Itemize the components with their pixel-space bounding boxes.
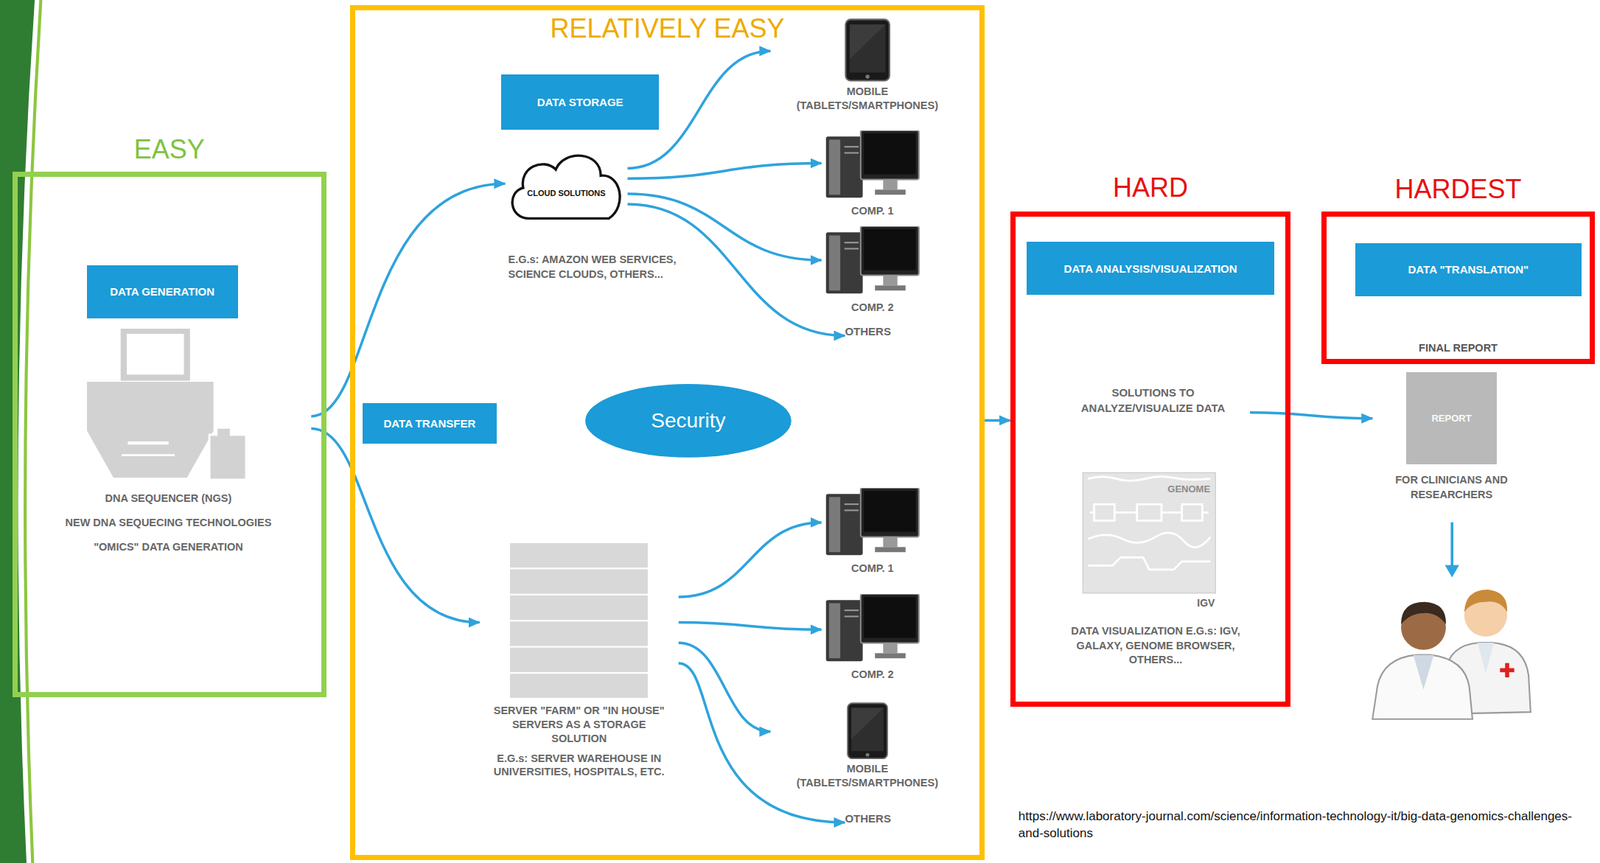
icon-node: COMP. 2: [821, 594, 924, 682]
report-box: REPORT: [1406, 372, 1497, 465]
icon-node: COMP. 1: [821, 487, 924, 576]
side-swoosh-line: [25, 0, 41, 863]
igv-node: GENOME IGV: [1081, 471, 1217, 615]
icon-caption: COMP. 2: [851, 667, 894, 682]
icon-caption: E.G.s: SERVER WAREHOUSE IN UNIVERSITIES,…: [490, 751, 669, 780]
icon-node: DNA SEQUENCER (NGS) NEW DNA SEQUECING TEC…: [25, 328, 312, 555]
icon-caption: COMP. 1: [851, 204, 894, 219]
frame-note: FINAL REPORT: [1321, 341, 1595, 354]
plain-label: SOLUTIONS TO ANALYZE/VISUALIZE DATA: [1056, 385, 1250, 416]
note-text: DATA VISUALIZATION E.G.s: IGV, GALAXY, G…: [1050, 624, 1261, 668]
cloud-label: CLOUD SOLUTIONS: [526, 172, 606, 198]
plain-node: OTHERS: [844, 324, 892, 340]
box-label: DATA ANALYSIS/VISUALIZATION: [1064, 262, 1238, 275]
comp-icon: [823, 130, 922, 200]
comp-icon: [823, 226, 922, 296]
box-label: DATA TRANSFER: [383, 417, 477, 430]
connector-arrow: [678, 622, 822, 631]
icon-caption: MOBILE (TABLETS/SMARTPHONES): [780, 762, 954, 791]
cloud-node: CLOUD SOLUTIONS: [504, 142, 628, 227]
icon-caption: NEW DNA SEQUECING TECHNOLOGIES: [65, 515, 272, 530]
icon-node: COMP. 1: [821, 130, 924, 219]
icon-caption: "OMICS" DATA GENERATION: [93, 540, 244, 555]
difficulty-frame: EASY DATA GENERATION DNA SEQUENCER (NGS) NE…: [12, 127, 327, 698]
frame-heading: HARD: [1010, 163, 1292, 212]
connector-arrow: [984, 419, 1011, 423]
connector-arrow: [311, 183, 505, 417]
process-box: DATA STORAGE: [501, 74, 660, 130]
connector-arrow: [678, 522, 822, 597]
tab-icon: [844, 18, 891, 82]
box-label: DATA STORAGE: [537, 95, 624, 109]
igv-caption: IGV: [1196, 596, 1215, 609]
igv-track-label: GENOME: [1167, 483, 1211, 495]
srv-icon: [509, 543, 648, 698]
connector-arrow: [678, 663, 846, 823]
ellipse-label: Security: [650, 409, 726, 433]
box-label: DATA GENERATION: [109, 285, 215, 298]
report-label: REPORT: [1431, 412, 1472, 424]
icon-node: MOBILE (TABLETS/SMARTPHONES): [770, 702, 964, 791]
frame-heading: RELATIVELY EASY: [350, 5, 985, 44]
connector-arrow: [1249, 412, 1373, 419]
report-caption: FOR CLINICIANS AND RESEARCHERS: [1389, 473, 1513, 502]
icon-caption: SERVER "FARM" OR "IN HOUSE" SERVERS AS A…: [490, 703, 669, 746]
connector-arrow: [627, 193, 822, 261]
icon-caption: DNA SEQUENCER (NGS): [104, 491, 232, 506]
frame-heading: HARDEST: [1321, 168, 1595, 211]
clinicians-icon: [1372, 589, 1531, 720]
connector-arrow: [678, 642, 771, 732]
source-url: https://www.laboratory-journal.com/scien…: [1018, 808, 1575, 843]
icon-caption: COMP. 2: [851, 300, 894, 315]
report-node: REPORT FOR CLINICIANS AND RESEARCHERS: [1372, 372, 1531, 502]
note-text: E.G.s: AMAZON WEB SERVICES, SCIENCE CLOU…: [508, 252, 713, 282]
tab-icon: [846, 702, 889, 760]
cloud-shape: [504, 142, 628, 227]
difficulty-frame: HARDEST FINAL REPORT DATA "TRANSLATION": [1321, 168, 1595, 365]
ellipse-node: Security: [583, 382, 793, 460]
process-box: DATA "TRANSLATION": [1355, 243, 1582, 297]
icon-caption: COMP. 1: [851, 561, 894, 576]
connector-arrow: [311, 428, 480, 623]
icon-node: MOBILE (TABLETS/SMARTPHONES): [770, 18, 964, 113]
frame-heading: EASY: [12, 127, 327, 172]
plain-node: OTHERS: [844, 811, 892, 827]
box-label: DATA "TRANSLATION": [1408, 263, 1530, 276]
process-box: DATA TRANSFER: [362, 403, 498, 444]
icon-node: SERVER "FARM" OR "IN HOUSE" SERVERS AS A…: [479, 543, 679, 780]
plain-label: OTHERS: [844, 324, 892, 340]
difficulty-frame: RELATIVELY EASY DATA STORAGE CLOUD SOLUTIO…: [350, 5, 985, 861]
plain-node: SOLUTIONS TO ANALYZE/VISUALIZE DATA: [1056, 385, 1250, 416]
icon-caption: MOBILE (TABLETS/SMARTPHONES): [780, 84, 954, 113]
process-box: DATA ANALYSIS/VISUALIZATION: [1026, 241, 1275, 295]
connector-arrow: [627, 163, 822, 180]
report-arrow: [1450, 522, 1454, 568]
seq-icon: [86, 328, 251, 482]
comp-icon: [823, 487, 922, 558]
comp-icon: [823, 594, 922, 664]
process-box: DATA GENERATION: [86, 265, 239, 319]
icon-node: COMP. 2: [821, 226, 924, 314]
plain-label: OTHERS: [844, 811, 892, 827]
report-arrow-head: [1445, 565, 1460, 578]
